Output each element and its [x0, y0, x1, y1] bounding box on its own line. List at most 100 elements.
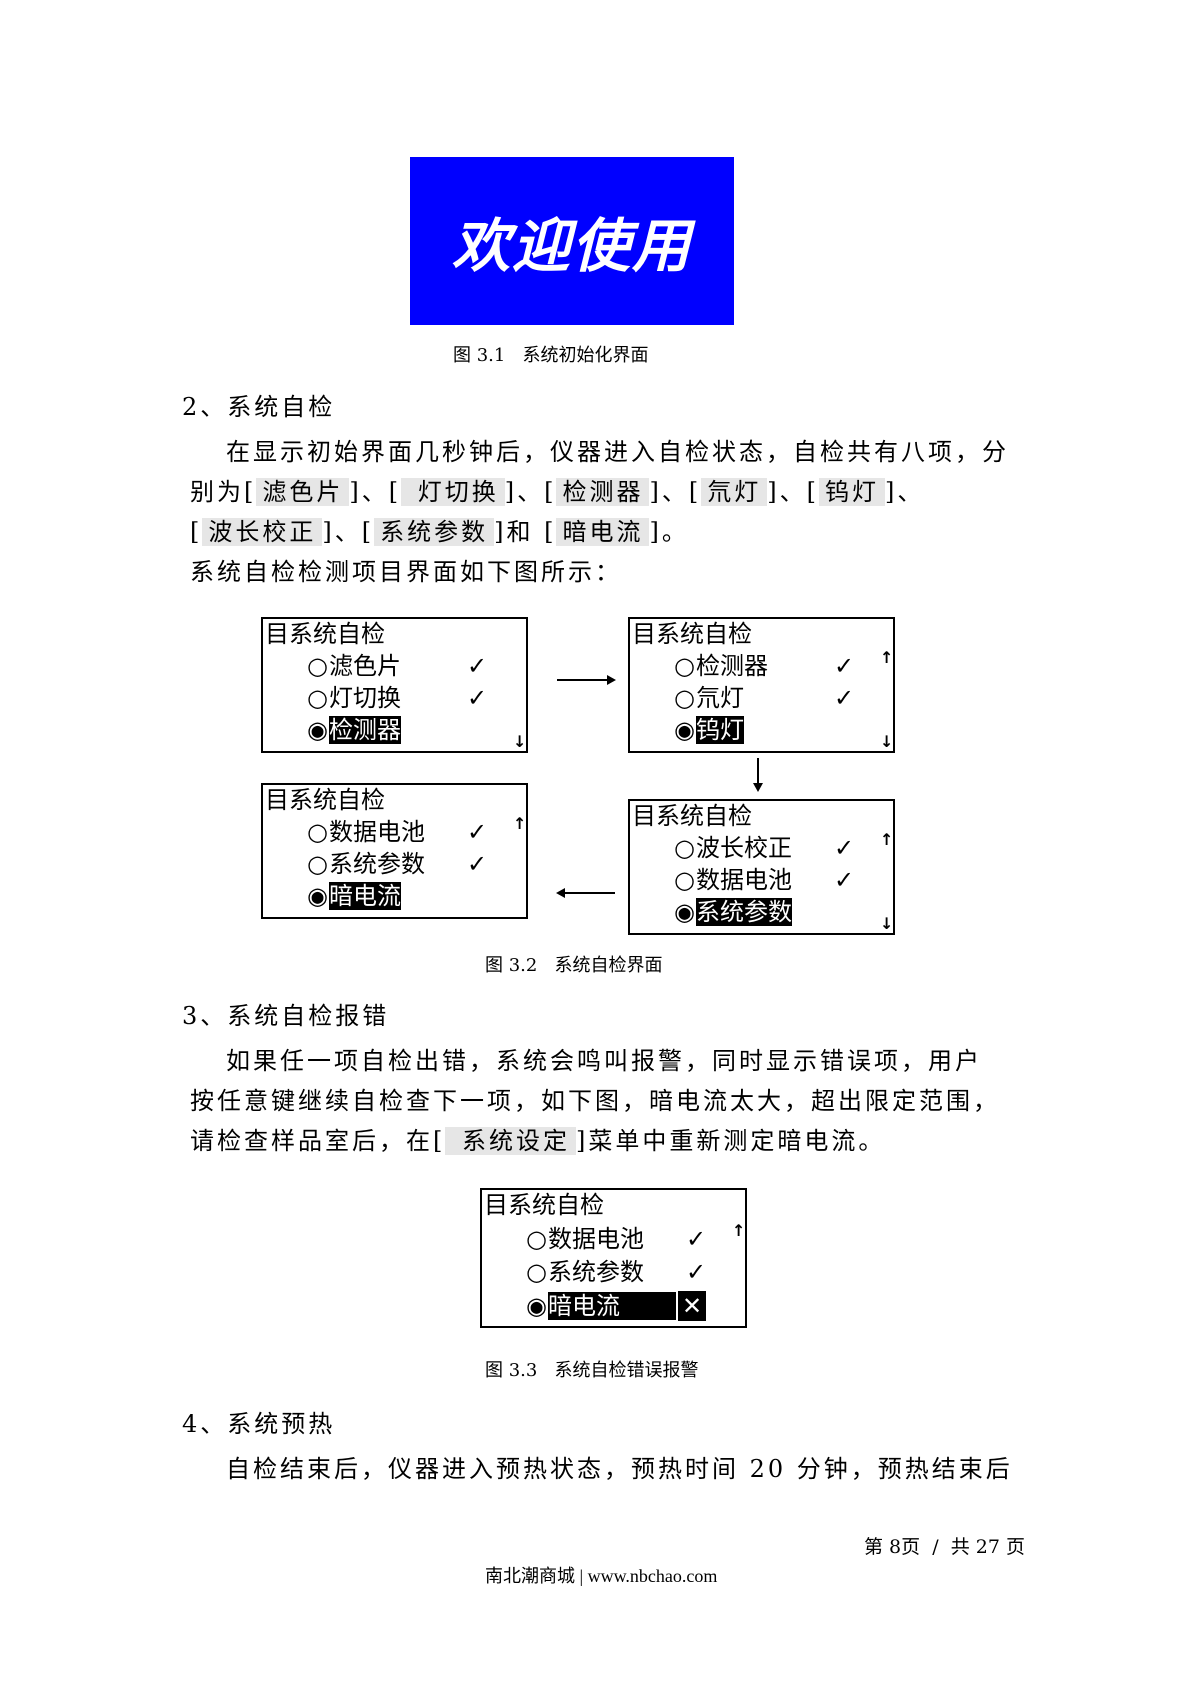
text: ]菜单中重新测定暗电流。: [576, 1127, 886, 1155]
lcd-panel-4: 目系统自检 ○波长校正 ✓ ○数据电池 ✓ ◉系统参数 ↑ ↓: [628, 799, 895, 935]
scroll-up-icon: ↑: [880, 830, 894, 849]
panel-row: ○数据电池: [674, 865, 792, 895]
item-dark-current: 暗电流: [556, 518, 650, 546]
row-label: 系统参数: [548, 1258, 644, 1286]
panel-row: ◉钨灯: [674, 715, 744, 745]
panel-row: ○灯切换: [307, 683, 401, 713]
item-lamp-switch: 灯切换: [401, 478, 505, 506]
para-line: 别为[滤色片]、[ 灯切换]、[检测器]、[氘灯]、[钨灯]、: [190, 472, 1070, 512]
radio-off-icon: ○: [526, 1258, 547, 1286]
row-label: 检测器: [696, 652, 768, 680]
row-label-selected: 暗电流: [329, 882, 401, 910]
check-icon: ✓: [467, 684, 488, 712]
row-label-selected: 系统参数: [696, 898, 792, 926]
para-line: [波长校正]、[系统参数]和 [暗电流]。: [190, 512, 1070, 552]
row-label: 灯切换: [329, 684, 401, 712]
scroll-up-icon: ↑: [513, 814, 527, 833]
scroll-up-icon: ↑: [732, 1221, 746, 1240]
radio-off-icon: ○: [674, 866, 695, 894]
radio-on-icon: ◉: [307, 716, 328, 744]
section-3-paragraph: 如果任一项自检出错，系统会鸣叫报警，同时显示错误项，用户 按任意键继续自检查下一…: [190, 1041, 1070, 1161]
check-icon: ✓: [834, 834, 855, 862]
check-icon: ✓: [467, 652, 488, 680]
row-label: 氘灯: [696, 684, 744, 712]
section-4-paragraph: 自检结束后，仪器进入预热状态，预热时间 20 分钟，预热结束后: [190, 1449, 1070, 1489]
text: ]、[: [322, 518, 375, 546]
radio-off-icon: ○: [307, 652, 328, 680]
text: 别为[: [190, 478, 257, 506]
panel-row: ◉暗电流: [307, 881, 401, 911]
row-label: 滤色片: [329, 652, 401, 680]
check-icon: ✓: [834, 652, 855, 680]
lcd-panel-3: 目系统自检 ○数据电池 ✓ ○系统参数 ✓ ◉暗电流 ↑: [261, 783, 528, 919]
panel-row: ◉检测器: [307, 715, 401, 745]
section-heading-4: 4、系统预热: [182, 1410, 336, 1438]
radio-off-icon: ○: [307, 684, 328, 712]
cross-icon: ✕: [678, 1291, 707, 1321]
panel-row: ◉暗电流: [526, 1291, 676, 1321]
text: ]和 [: [494, 518, 557, 546]
panel-row: ○系统参数: [526, 1257, 644, 1287]
text: ]。: [649, 518, 689, 546]
radio-off-icon: ○: [307, 850, 328, 878]
radio-off-icon: ○: [674, 652, 695, 680]
radio-off-icon: ○: [674, 684, 695, 712]
page-number: 第 8页 / 共 27 页: [864, 1536, 1025, 1558]
panel-row: ◉系统参数: [674, 897, 792, 927]
item-detector: 检测器: [556, 478, 650, 506]
panel-row: ○系统参数: [307, 849, 425, 879]
para-line: 自检结束后，仪器进入预热状态，预热时间 20 分钟，预热结束后: [226, 1455, 1013, 1483]
section-heading-2: 2、系统自检: [182, 393, 336, 421]
radio-on-icon: ◉: [307, 882, 328, 910]
figure-caption-3-2: 图 3.2 系统自检界面: [485, 955, 663, 976]
scroll-up-icon: ↑: [880, 648, 894, 667]
site-watermark: 南北潮商城 | www.nbchao.com: [485, 1566, 718, 1586]
lcd-panel-1: 目系统自检 ○滤色片 ✓ ○灯切换 ✓ ◉检测器 ↓: [261, 617, 528, 753]
panel-title: 目系统自检: [484, 1191, 604, 1219]
row-label: 系统参数: [329, 850, 425, 878]
text: ]、: [884, 478, 925, 506]
panel-title: 目系统自检: [632, 620, 752, 648]
para-line: 如果任一项自检出错，系统会鸣叫报警，同时显示错误项，用户: [226, 1047, 982, 1075]
panel-row: ○氘灯: [674, 683, 744, 713]
check-icon: ✓: [686, 1225, 707, 1253]
lcd-panel-error: 目系统自检 ○数据电池 ✓ ○系统参数 ✓ ◉暗电流 ✕ ↑: [480, 1188, 747, 1328]
text: ]、[: [649, 478, 702, 506]
item-filter: 滤色片: [256, 478, 350, 506]
panel-title: 目系统自检: [265, 786, 385, 814]
scroll-down-icon: ↓: [880, 914, 894, 933]
check-icon: ✓: [467, 850, 488, 878]
radio-off-icon: ○: [674, 834, 695, 862]
row-label: 波长校正: [696, 834, 792, 862]
para-line: 在显示初始界面几秒钟后，仪器进入自检状态，自检共有八项，分: [226, 438, 1009, 466]
row-label: 数据电池: [329, 818, 425, 846]
item-tungsten-lamp: 钨灯: [818, 478, 885, 506]
radio-off-icon: ○: [307, 818, 328, 846]
row-label-selected: 检测器: [329, 716, 401, 744]
figure-caption-3-1: 图 3.1 系统初始化界面: [453, 345, 649, 366]
item-system-params: 系统参数: [374, 518, 495, 546]
panel-row: ○滤色片: [307, 651, 401, 681]
panel-row: ○数据电池: [526, 1224, 644, 1254]
check-icon: ✓: [686, 1258, 707, 1286]
panel-row: ○数据电池: [307, 817, 425, 847]
panel-row: ○波长校正: [674, 833, 792, 863]
radio-off-icon: ○: [526, 1225, 547, 1253]
row-label: 数据电池: [696, 866, 792, 894]
check-icon: ✓: [834, 866, 855, 894]
scroll-down-icon: ↓: [513, 732, 527, 751]
text: 请检查样品室后，在[: [190, 1127, 446, 1155]
scroll-down-icon: ↓: [880, 732, 894, 751]
para-line: 系统自检检测项目界面如下图所示：: [190, 558, 622, 586]
radio-on-icon: ◉: [674, 716, 695, 744]
check-icon: ✓: [467, 818, 488, 846]
arrow-left-icon: [556, 888, 615, 898]
radio-on-icon: ◉: [526, 1292, 547, 1320]
item-wavelength-calibration: 波长校正: [202, 518, 323, 546]
para-line: 按任意键继续自检查下一项，如下图，暗电流太大，超出限定范围，: [190, 1087, 1000, 1115]
row-label-selected: 暗电流: [548, 1292, 676, 1320]
welcome-text: 欢迎使用: [451, 212, 692, 280]
radio-on-icon: ◉: [674, 898, 695, 926]
text: ]、[: [504, 478, 557, 506]
para-line: 请检查样品室后，在[ 系统设定]菜单中重新测定暗电流。: [190, 1121, 1070, 1161]
